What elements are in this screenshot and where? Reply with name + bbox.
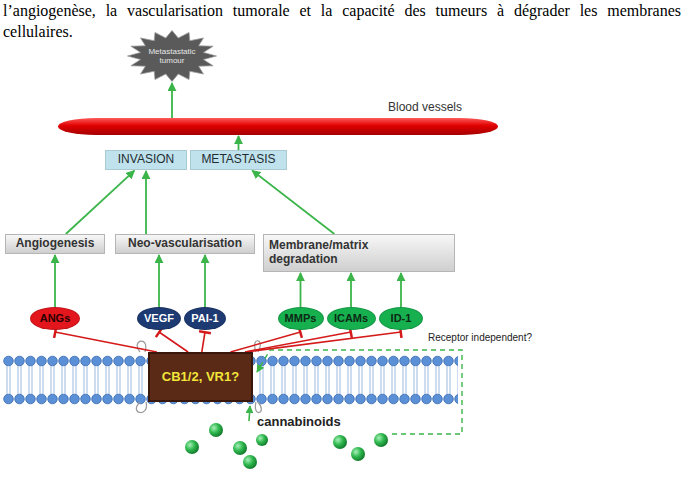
node-text: Membrane/matrix degradation: [269, 239, 399, 267]
process-box: Neo-vascularisation: [115, 234, 255, 254]
inhibition-line: [202, 332, 205, 352]
node-text: VEGF: [144, 312, 174, 325]
process-box: Angiogenesis: [5, 234, 105, 254]
molecule: [333, 435, 347, 449]
molecule: [351, 447, 365, 461]
node-text: ICAMs: [334, 312, 368, 325]
arrow: [54, 255, 56, 307]
arrow: [300, 273, 302, 307]
inhibition-line: [55, 332, 157, 352]
molecule: [243, 455, 257, 469]
node-text: ID-1: [391, 312, 412, 325]
arrow: [350, 273, 352, 307]
factor-oval: ICAMs: [327, 307, 376, 330]
receptor-box: CB1/2, VR1?: [148, 352, 253, 402]
node-text: PAI-1: [191, 312, 218, 325]
node-text: Neo-vascularisation: [128, 237, 242, 251]
factor-oval: ID-1: [379, 307, 423, 330]
node-text: INVASION: [118, 153, 174, 167]
annotation: cannabinoids: [257, 414, 341, 429]
molecule: [185, 440, 199, 454]
annotation: Receptor independent?: [428, 332, 532, 343]
inhibition-line: [159, 332, 188, 352]
inhibition-line: [245, 332, 351, 352]
factor-oval: PAI-1: [184, 307, 226, 330]
process-box: INVASION: [105, 150, 187, 170]
node-text: ANGs: [40, 312, 71, 325]
molecule: [256, 434, 268, 446]
metastatic-star: Metastastatic tumour: [127, 30, 217, 82]
node-text: MMPs: [285, 312, 317, 325]
receptor-loop: [136, 341, 261, 413]
molecule: [233, 441, 247, 455]
node-text: Blood vessels: [388, 101, 462, 115]
cannabinoid-arrow: [249, 406, 250, 421]
factor-oval: ANGs: [30, 307, 80, 330]
arrow: [158, 255, 160, 307]
cannabinoid-molecules: [185, 423, 388, 469]
molecule: [374, 433, 388, 447]
node-text: METASTASIS: [201, 153, 275, 167]
star-outline: [128, 31, 217, 82]
process-box: METASTASIS: [190, 150, 287, 170]
factor-oval: VEGF: [137, 307, 181, 330]
inhibition-line: [245, 332, 401, 352]
node-text: CB1/2, VR1?: [162, 370, 239, 385]
process-box: Membrane/matrix degradation: [263, 234, 455, 272]
node-text: Metastastatic tumour: [145, 47, 199, 65]
arrow: [145, 171, 147, 234]
paragraph-text: l’angiogenèse, la vascularisation tumora…: [3, 0, 681, 42]
node-text: Angiogenesis: [16, 237, 95, 251]
arrow: [252, 171, 334, 234]
arrow: [171, 83, 173, 118]
molecule: [209, 423, 223, 437]
arrow: [400, 273, 402, 307]
arrow: [238, 136, 240, 150]
dashed-arrow: [257, 350, 462, 434]
arrow: [204, 255, 206, 307]
factor-oval: MMPs: [278, 307, 324, 330]
arrow: [66, 171, 135, 234]
blood-vessel: Blood vessels: [58, 118, 498, 135]
